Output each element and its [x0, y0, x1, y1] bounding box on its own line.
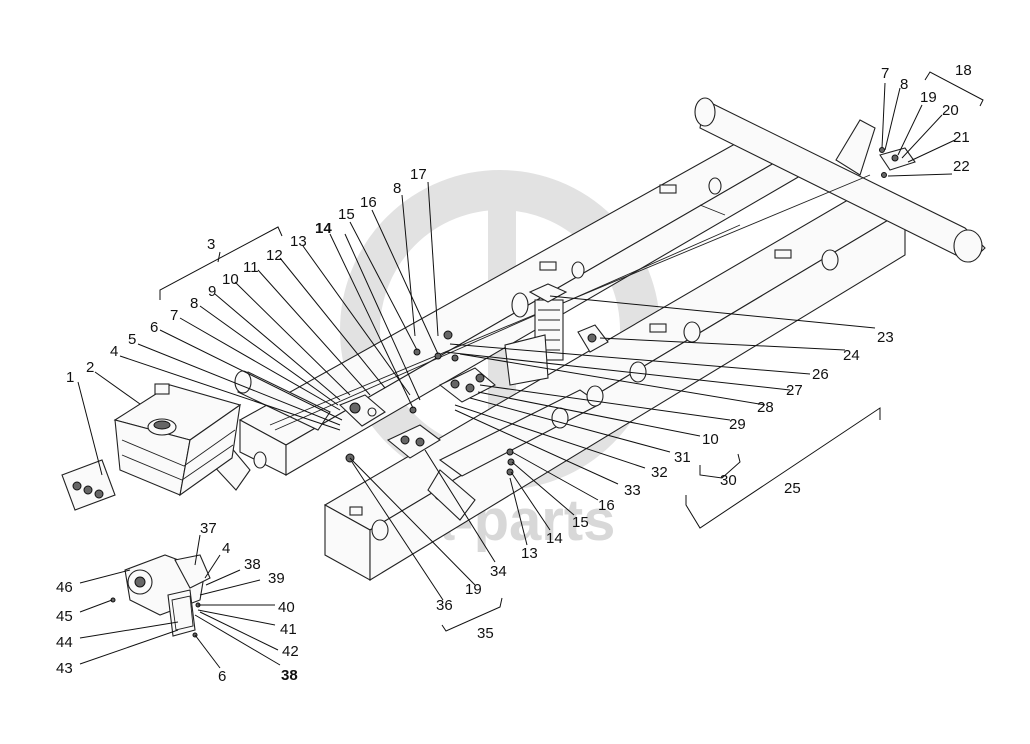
callout-12: 12	[266, 247, 283, 264]
callout-43: 43	[56, 660, 73, 677]
compressor-detail	[110, 554, 211, 638]
callout-2: 2	[86, 359, 94, 376]
callout-38: 38	[244, 556, 261, 573]
callout-38b: 38	[281, 667, 298, 684]
callout-22: 22	[953, 158, 970, 175]
brake-valve-front	[879, 147, 916, 178]
valve-26	[577, 324, 609, 353]
callout-19: 19	[920, 89, 937, 106]
callout-15: 15	[338, 206, 355, 223]
callout-21: 21	[953, 129, 970, 146]
callout-17: 17	[410, 166, 427, 183]
callout-13: 13	[290, 233, 307, 250]
callout-30: 30	[720, 472, 737, 489]
callout-23: 23	[877, 329, 894, 346]
callout-8: 8	[190, 295, 198, 312]
callout-44: 44	[56, 634, 73, 651]
callout-41: 41	[280, 621, 297, 638]
callout-34: 34	[490, 563, 507, 580]
callout-5: 5	[128, 331, 136, 348]
valve-block-29	[438, 367, 496, 403]
callout-14b: 14	[546, 530, 563, 547]
callout-10: 10	[222, 271, 239, 288]
callout-24: 24	[843, 347, 860, 364]
callout-16: 16	[360, 194, 377, 211]
callout-37: 37	[200, 520, 217, 537]
callout-4: 4	[110, 343, 118, 360]
valve-block-34	[386, 424, 441, 459]
callout-20: 20	[942, 102, 959, 119]
callout-14: 14	[315, 220, 332, 237]
fuel-tank	[113, 383, 242, 497]
callout-39: 39	[268, 570, 285, 587]
callout-32: 32	[651, 464, 668, 481]
callout-27: 27	[786, 382, 803, 399]
brake-master-cylinder	[504, 283, 568, 386]
fuel-sender-bracket	[61, 459, 116, 511]
callout-4b: 4	[222, 540, 230, 557]
callout-6b: 6	[218, 668, 226, 685]
callout-42: 42	[282, 643, 299, 660]
callout-13b: 13	[521, 545, 538, 562]
callout-25: 25	[784, 480, 801, 497]
callout-8b: 8	[393, 180, 401, 197]
callout-28: 28	[757, 399, 774, 416]
callout-8c: 8	[900, 76, 908, 93]
callout-11: 11	[243, 259, 259, 276]
callout-18: 18	[955, 62, 972, 79]
callout-15b: 15	[572, 514, 589, 531]
callout-10b: 10	[702, 431, 719, 448]
callout-labels: 1 2 3 4 5 6 7 8 9 10 11 12 13 14 15 16 8…	[56, 62, 972, 685]
callout-26: 26	[812, 366, 829, 383]
callout-33: 33	[624, 482, 641, 499]
callout-7b: 7	[881, 65, 889, 82]
callout-31: 31	[674, 449, 691, 466]
callout-29: 29	[729, 416, 746, 433]
leader-lines	[77, 71, 984, 669]
callout-46: 46	[56, 579, 73, 596]
callout-35: 35	[477, 625, 494, 642]
callout-40: 40	[278, 599, 295, 616]
callout-19b: 19	[465, 581, 482, 598]
callout-9: 9	[208, 283, 216, 300]
callout-7: 7	[170, 307, 178, 324]
fittings-13-16	[345, 330, 515, 476]
callout-16b: 16	[598, 497, 615, 514]
callout-1: 1	[66, 369, 74, 386]
callout-45: 45	[56, 608, 73, 625]
callout-36: 36	[436, 597, 453, 614]
callout-6: 6	[150, 319, 158, 336]
callout-3: 3	[207, 236, 215, 253]
brake-valve-rear	[339, 394, 386, 427]
chassis-frame	[209, 97, 986, 581]
